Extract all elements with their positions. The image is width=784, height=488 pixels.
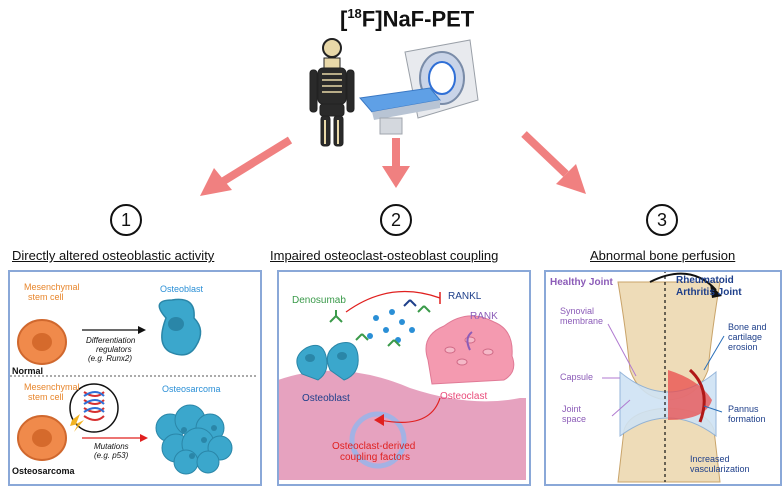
osteoblast-panel2-label: Osteoblast: [302, 393, 350, 404]
osteosarcoma-label: Osteosarcoma: [12, 466, 75, 476]
normal-label: Normal: [12, 366, 44, 376]
msc-bottom-line2: stem cell: [28, 392, 64, 402]
title-superscript: 18: [347, 6, 362, 21]
pannus-line2: formation: [728, 414, 766, 424]
ra-line1: Rheumatoid: [676, 275, 734, 286]
erosion-line2: cartilage: [728, 332, 763, 342]
vasc-line2: vascularization: [690, 464, 750, 474]
osteoclast-label: Osteoclast: [440, 391, 488, 402]
panel2-drawings: [278, 290, 526, 480]
section-3-number: 3: [646, 204, 678, 236]
mutations-line2: (e.g. p53): [94, 451, 129, 460]
title-main: NaF-PET: [382, 6, 475, 32]
msc-top-line1: Mesenchymal: [24, 282, 80, 292]
panel-osteoblastic: [8, 270, 262, 486]
erosion-line1: Bone and: [728, 322, 767, 332]
panel3-drawings: [602, 270, 725, 483]
rankl-label: RANKL: [448, 291, 482, 302]
diff-line1: Differentiation: [86, 336, 136, 345]
section-3-heading: Abnormal bone perfusion: [590, 248, 736, 263]
vasc-line1: Increased: [690, 454, 730, 464]
rank-label: RANK: [470, 311, 498, 322]
diff-line3: (e.g. Runx2): [88, 354, 133, 363]
panel-perfusion: [544, 270, 782, 486]
arrow-center: [382, 138, 410, 188]
arrow-left: [200, 136, 293, 196]
page-title: [18F]NaF-PET: [340, 6, 474, 32]
synovial-line2: membrane: [560, 316, 604, 326]
healthy-joint-label: Healthy Joint: [550, 277, 613, 288]
osteosarcoma-cell-label: Osteosarcoma: [162, 384, 221, 394]
synovial-line1: Synovial: [560, 306, 595, 316]
title-mid: F]: [361, 6, 383, 32]
section-1-number: 1: [110, 204, 142, 236]
capsule-label: Capsule: [560, 372, 594, 382]
pannus-line1: Pannus: [728, 404, 759, 414]
title-prefix: [: [340, 6, 348, 32]
skeleton-figure: [309, 38, 355, 147]
coupling-line2: coupling factors: [340, 452, 411, 463]
diff-line2: regulators: [96, 345, 132, 354]
msc-top-line2: stem cell: [28, 292, 64, 302]
joint-space-line1: Joint: [562, 404, 582, 414]
msc-bottom-line1: Mesenchymal: [24, 382, 80, 392]
section-2-heading: Impaired osteoclast-osteoblast coupling: [270, 248, 499, 263]
denosumab-label: Denosumab: [292, 295, 346, 306]
joint-space-line2: space: [562, 414, 587, 424]
pet-scanner: [359, 39, 479, 135]
mutations-line1: Mutations: [94, 442, 129, 451]
coupling-line1: Osteoclast-derived: [332, 441, 416, 452]
section-2-number: 2: [380, 204, 412, 236]
osteoblast-label: Osteoblast: [160, 284, 204, 294]
panel-coupling: [277, 270, 531, 486]
section-1-heading: Directly altered osteoblastic activity: [12, 248, 215, 263]
erosion-line3: erosion: [728, 342, 758, 352]
ra-line2: Arthritis Joint: [676, 287, 742, 298]
panel1-drawings: [10, 298, 256, 475]
arrow-right: [521, 131, 586, 194]
